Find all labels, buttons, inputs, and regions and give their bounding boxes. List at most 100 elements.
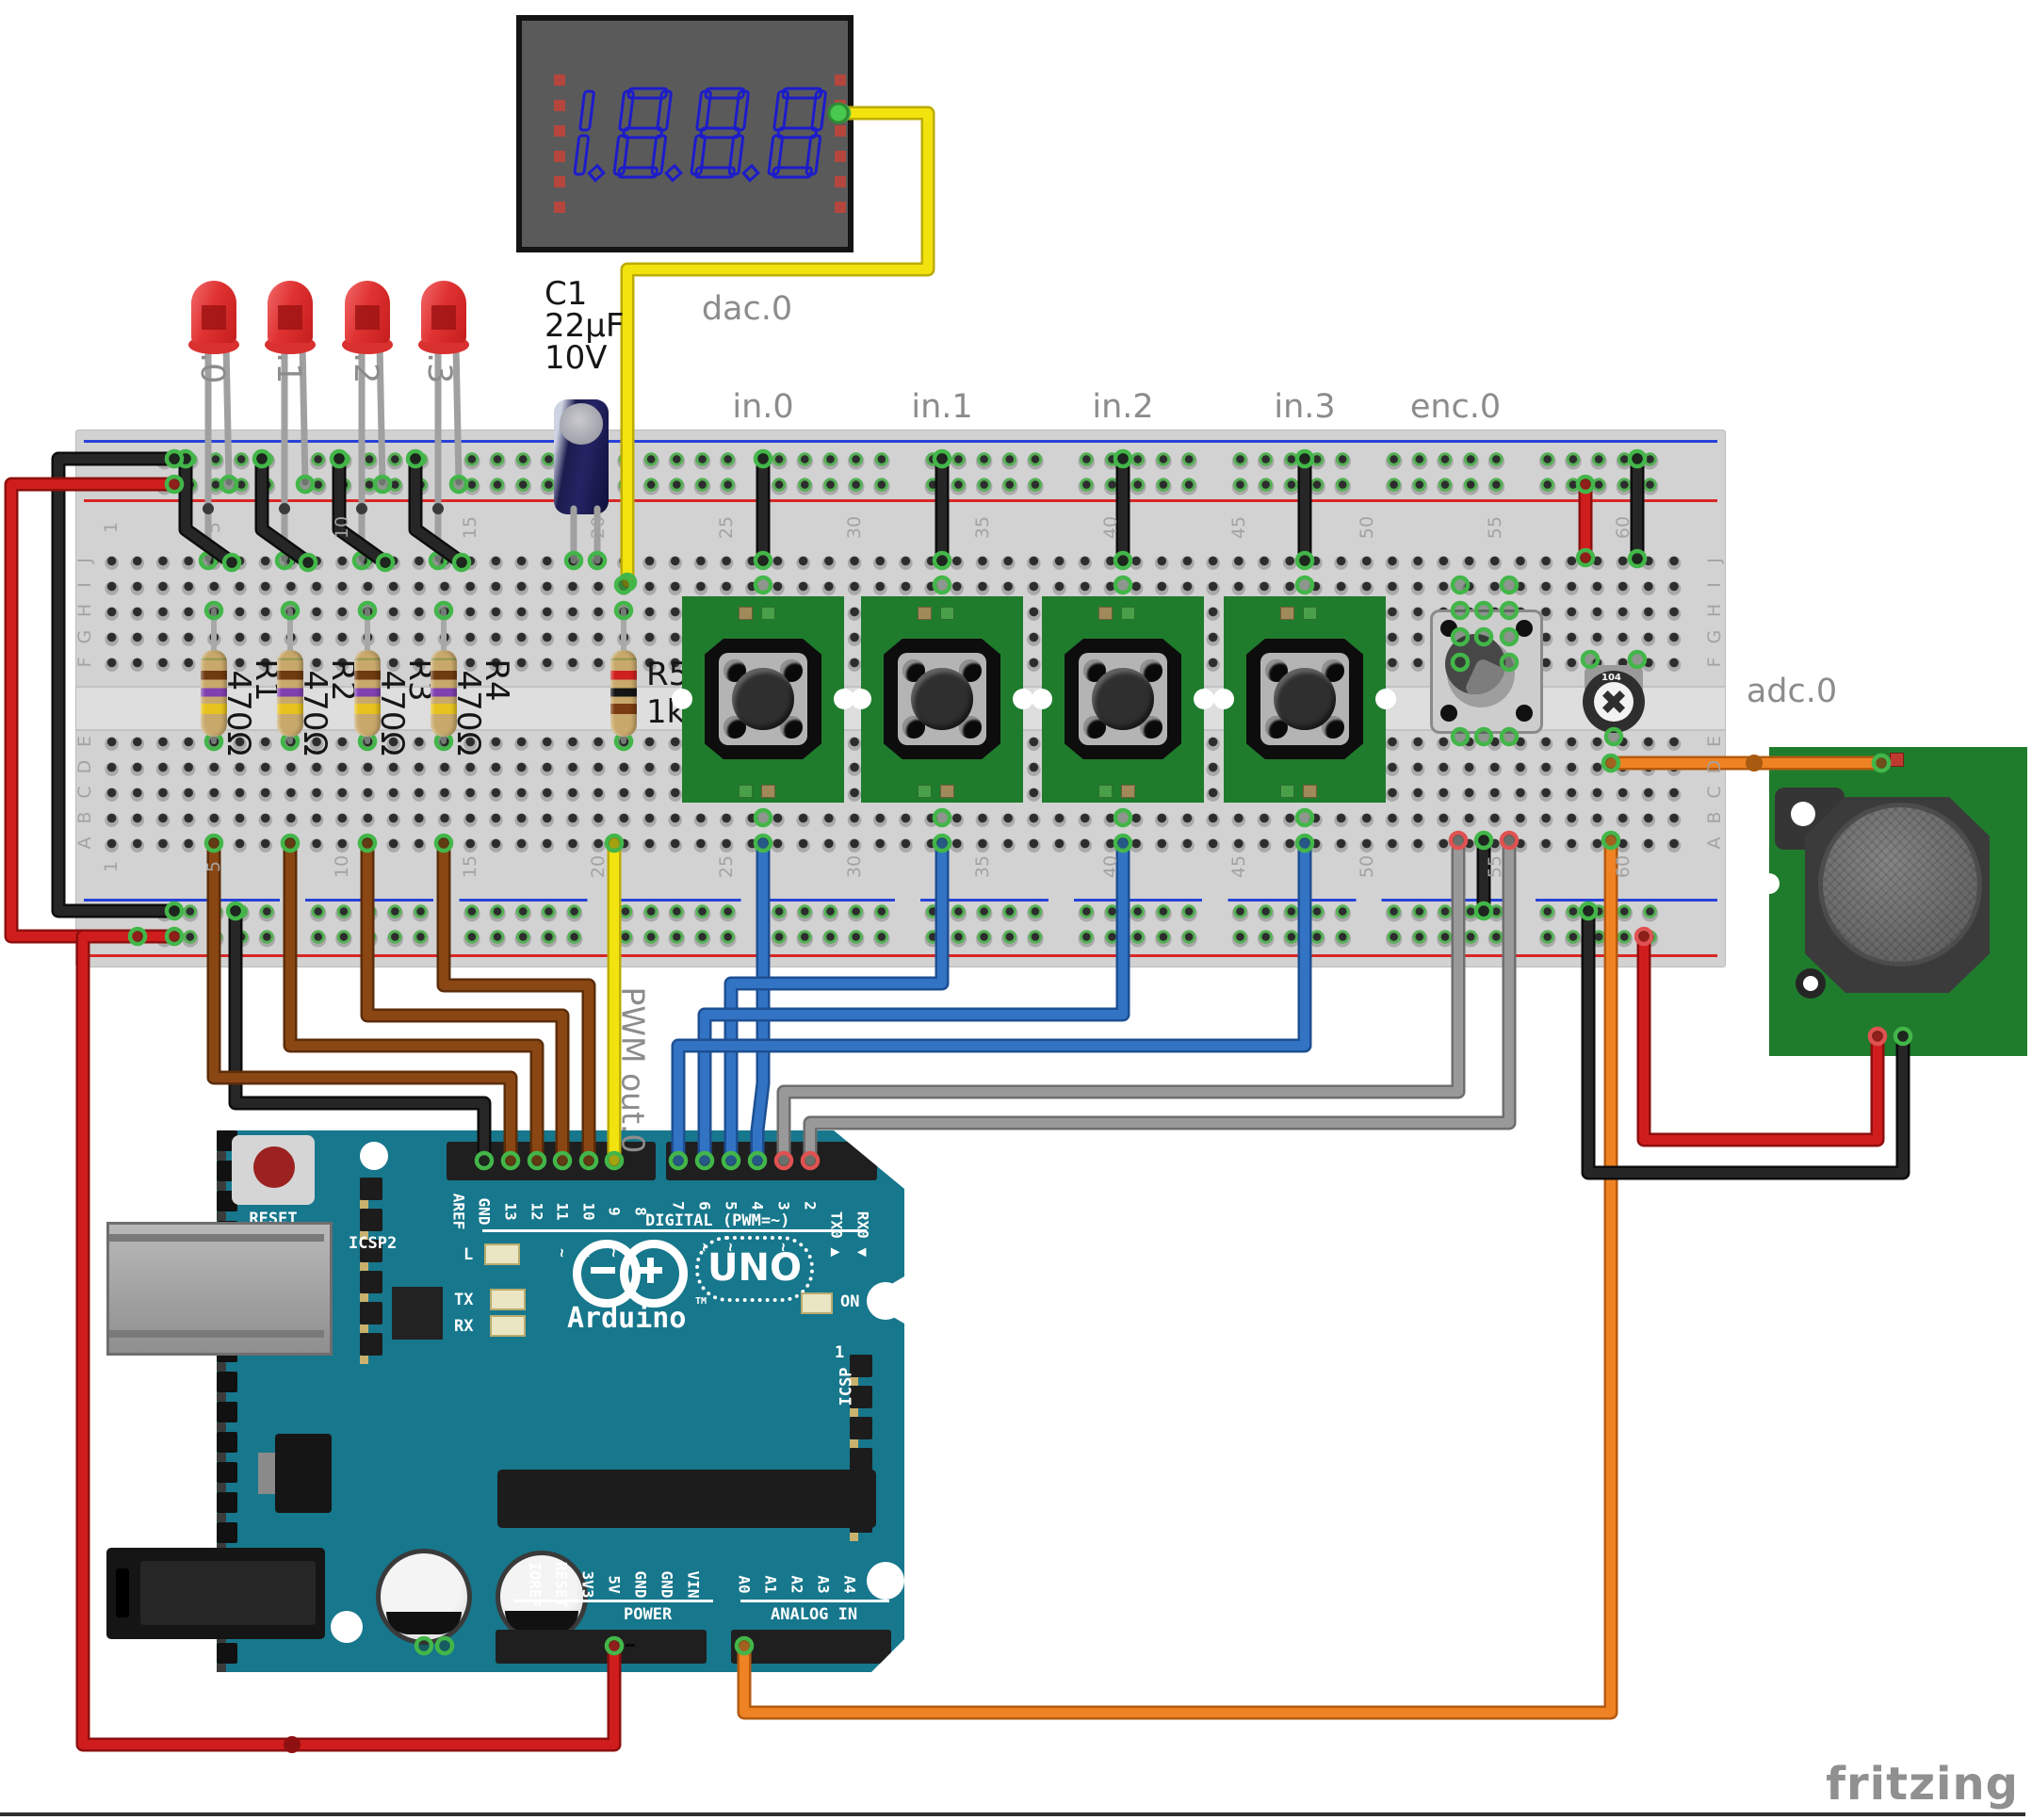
header-pin[interactable] bbox=[217, 1462, 237, 1483]
breadboard[interactable] bbox=[75, 430, 1726, 967]
wire-a0-orange[interactable] bbox=[740, 836, 1616, 1717]
icsp-pin[interactable] bbox=[850, 1448, 872, 1471]
wire-enc-b-gray-outline[interactable] bbox=[803, 833, 1517, 1168]
connection-ring bbox=[433, 600, 454, 621]
wire-led4-gnd[interactable] bbox=[411, 454, 466, 567]
usb-ridge-bottom bbox=[109, 1330, 324, 1338]
label-enc0[interactable]: enc.0 bbox=[1409, 388, 1502, 426]
wire-out3-brown[interactable] bbox=[439, 838, 593, 1165]
wire-in2-blue[interactable] bbox=[700, 838, 1128, 1165]
icsp-pin[interactable] bbox=[360, 1333, 382, 1356]
wire-in0-blue[interactable] bbox=[753, 838, 768, 1165]
wire-joy-red[interactable] bbox=[1639, 932, 1882, 1145]
digital-caption: DIGITAL (PWM=~) bbox=[645, 1211, 790, 1230]
analog-header[interactable] bbox=[731, 1630, 891, 1664]
column-number-40: 40 bbox=[1099, 515, 1121, 540]
wire-a0-orange-outline[interactable] bbox=[737, 833, 1618, 1720]
arduino-brand-tm: TM bbox=[695, 1296, 707, 1307]
icsp2-header[interactable] bbox=[360, 1178, 437, 1364]
icsp-pin[interactable] bbox=[360, 1271, 382, 1293]
header-pin[interactable] bbox=[217, 1402, 237, 1422]
wire-enc-b-gray[interactable] bbox=[805, 836, 1514, 1165]
icsp-pin[interactable] bbox=[360, 1240, 382, 1262]
wire-out0-brown[interactable] bbox=[209, 838, 515, 1165]
wire-joy-red-outline[interactable] bbox=[1636, 929, 1885, 1147]
header-pin[interactable] bbox=[217, 1522, 237, 1543]
wire-in3-blue-outline[interactable] bbox=[671, 836, 1312, 1168]
label-dac0[interactable]: dac.0 bbox=[701, 290, 793, 328]
pushbutton-in3[interactable] bbox=[1274, 668, 1336, 730]
pushbutton-in2[interactable] bbox=[1092, 668, 1154, 730]
connection-ring bbox=[1575, 547, 1596, 568]
wire-out2-brown[interactable] bbox=[363, 838, 567, 1165]
label-adc0[interactable]: adc.0 bbox=[1746, 673, 1838, 710]
label-in3[interactable]: in.3 bbox=[1274, 388, 1336, 426]
led-lead[interactable] bbox=[222, 341, 233, 486]
led-lead-bend bbox=[356, 503, 367, 514]
joystick-mount-hole-bottom-inner bbox=[1803, 976, 1818, 991]
joystick-cap[interactable] bbox=[1818, 803, 1982, 967]
led-lead[interactable] bbox=[299, 341, 309, 486]
icsp-pin[interactable] bbox=[850, 1386, 872, 1408]
wire-enc-a-gray[interactable] bbox=[779, 836, 1463, 1165]
led-lead[interactable] bbox=[452, 341, 463, 486]
connection-ring bbox=[721, 1150, 741, 1171]
resistor-r1[interactable] bbox=[201, 650, 227, 737]
wire-gnd-black[interactable] bbox=[231, 906, 489, 1165]
wire-dac-yellow-outline[interactable] bbox=[620, 106, 935, 590]
icsp-pin[interactable] bbox=[850, 1355, 872, 1377]
wire-in3-blue[interactable] bbox=[674, 838, 1309, 1165]
pcb-notch bbox=[1213, 689, 1234, 709]
icsp-pin[interactable] bbox=[360, 1178, 382, 1200]
wire-led1-gnd[interactable] bbox=[181, 454, 236, 567]
wire-out1-brown-outline[interactable] bbox=[283, 836, 545, 1168]
header-pin[interactable] bbox=[217, 1432, 237, 1453]
label-in0[interactable]: in.0 bbox=[732, 388, 794, 426]
wire-rail-loop-red[interactable] bbox=[7, 479, 179, 941]
power-header[interactable] bbox=[496, 1630, 707, 1664]
label-pwm-out0[interactable]: PWM out.0 bbox=[614, 986, 652, 1154]
smd-pad bbox=[1303, 785, 1317, 798]
wire-dac-yellow[interactable] bbox=[623, 108, 933, 587]
label-r3-value[interactable]: 470Ω bbox=[373, 670, 411, 756]
icsp-pin[interactable] bbox=[360, 1209, 382, 1231]
resistor-r2[interactable] bbox=[277, 650, 303, 737]
wire-led2-gnd[interactable] bbox=[257, 454, 313, 567]
label-r2-value[interactable]: 470Ω bbox=[296, 670, 333, 756]
connection-ring bbox=[295, 474, 316, 495]
wire-rail-loop-black[interactable] bbox=[54, 454, 179, 916]
icsp-pin[interactable] bbox=[850, 1417, 872, 1439]
wire-out1-brown[interactable] bbox=[285, 838, 542, 1165]
header-pin[interactable] bbox=[217, 1492, 237, 1513]
reset-button[interactable] bbox=[253, 1146, 295, 1188]
label-in2[interactable]: in.2 bbox=[1092, 388, 1154, 426]
wire-5v-red[interactable] bbox=[78, 932, 619, 1749]
label-r1-value[interactable]: 470Ω bbox=[219, 670, 257, 756]
wire-joy-black[interactable] bbox=[1584, 906, 1908, 1178]
label-c1-name[interactable]: C1 bbox=[545, 275, 588, 313]
resistor-r5[interactable] bbox=[610, 650, 637, 737]
header-pin[interactable] bbox=[217, 1643, 237, 1664]
label-r4-value[interactable]: 470Ω bbox=[449, 670, 487, 756]
connection-ring bbox=[164, 926, 185, 947]
label-in1[interactable]: in.1 bbox=[911, 388, 973, 426]
label-r5-name[interactable]: R5 bbox=[646, 656, 690, 693]
pushbutton-in0[interactable] bbox=[732, 668, 794, 730]
pushbutton-in1[interactable] bbox=[911, 668, 973, 730]
header-pin[interactable] bbox=[217, 1372, 237, 1392]
row-letter-G: G bbox=[74, 629, 95, 644]
capacitor-left-stripe bbox=[386, 1612, 462, 1634]
power-jack bbox=[106, 1548, 325, 1639]
icsp-pin[interactable] bbox=[360, 1302, 382, 1324]
wire-led3-gnd[interactable] bbox=[334, 454, 390, 567]
resistor-r3[interactable] bbox=[354, 650, 381, 737]
resistor-r4[interactable] bbox=[431, 650, 457, 737]
column-number-5: 5 bbox=[203, 521, 224, 534]
wire-in1-blue[interactable] bbox=[726, 838, 947, 1165]
led-lead[interactable] bbox=[376, 341, 386, 486]
seven-segment-display[interactable] bbox=[516, 15, 853, 252]
wire-rail-loop-red-outline[interactable] bbox=[4, 477, 182, 944]
label-c1-value[interactable]: 22µF bbox=[545, 307, 625, 345]
label-c1-voltage[interactable]: 10V bbox=[545, 339, 608, 377]
